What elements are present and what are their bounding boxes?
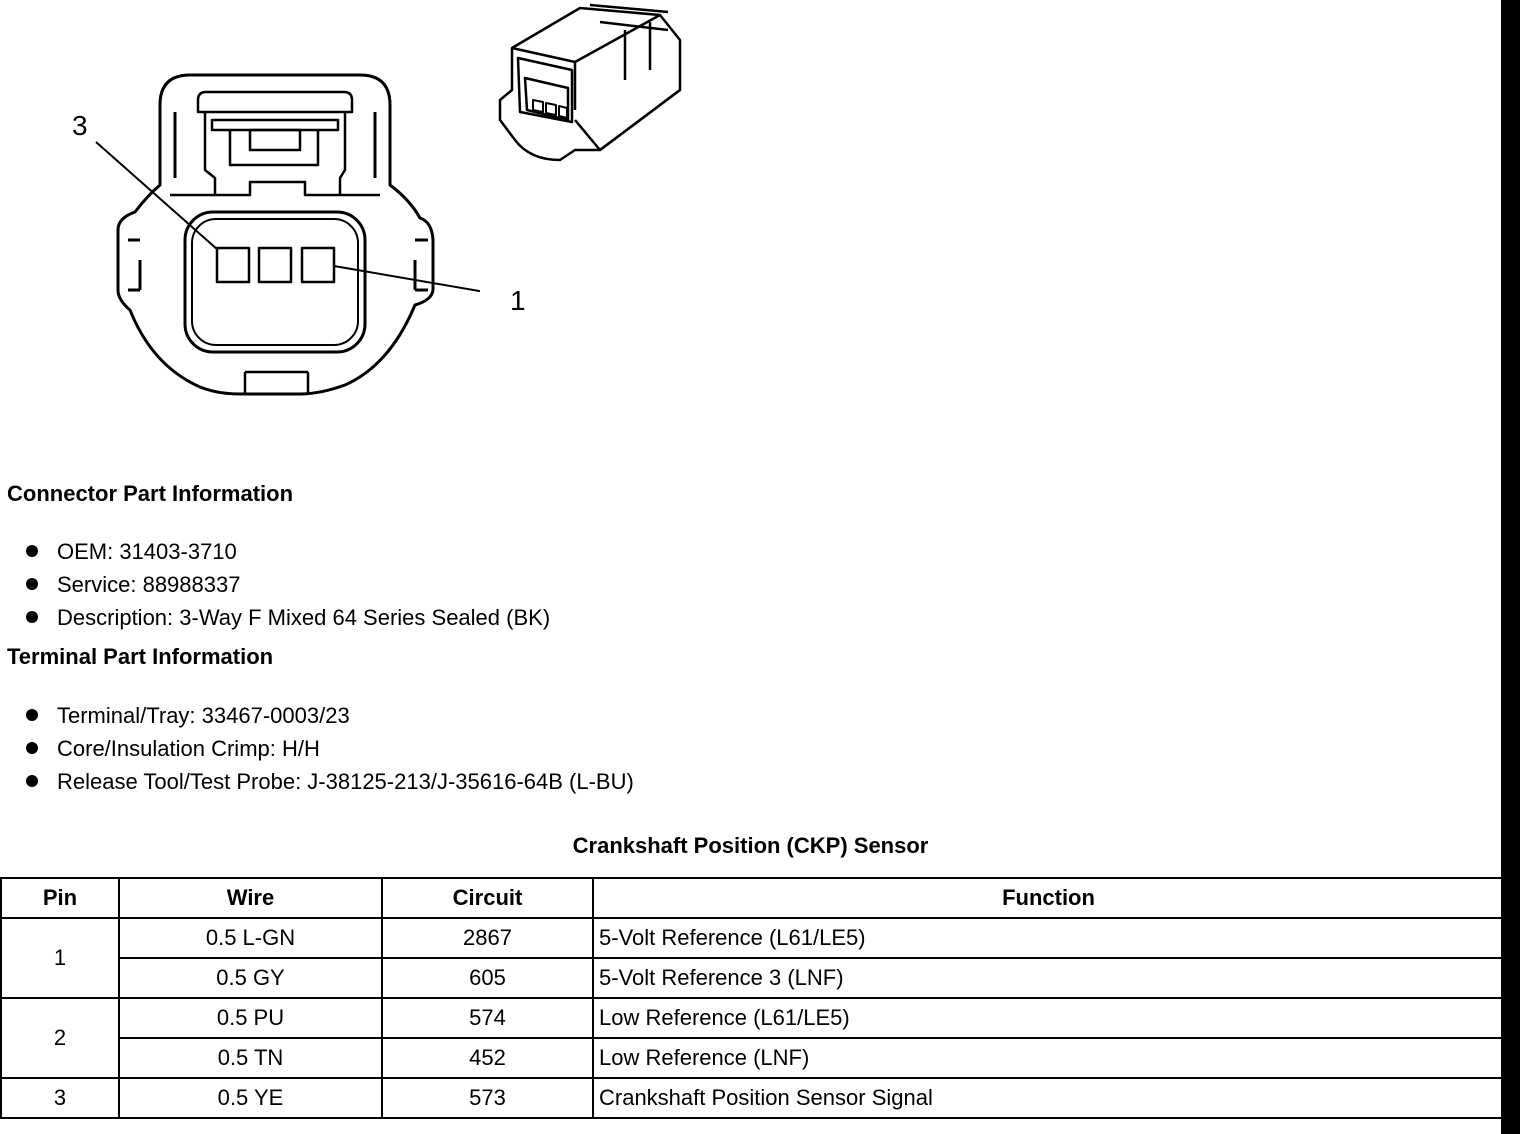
leader-line-pin-1 [333, 265, 480, 293]
table-row: 1 0.5 L-GN 2867 5-Volt Reference (L61/LE… [0, 917, 1505, 999]
connector-isometric-view [498, 3, 682, 162]
page-edge-bar [1501, 0, 1520, 1134]
list-item: Core/Insulation Crimp: H/H [26, 732, 634, 765]
table-row: 0.5 TN 452 Low Reference (LNF) [1, 1037, 1505, 1079]
connector-part-info-list: OEM: 31403-3710 Service: 88988337 Descri… [26, 535, 550, 634]
bullet-icon [26, 741, 38, 754]
list-item: OEM: 31403-3710 [26, 535, 550, 568]
list-item: Description: 3-Way F Mixed 64 Series Sea… [26, 601, 550, 634]
pin-3-callout: 3 [72, 110, 88, 141]
circuit-cell: 605 [381, 957, 594, 999]
terminal-cavity-3 [215, 246, 251, 284]
circuit-cell: 2867 [381, 917, 594, 959]
circuit-cell: 452 [381, 1037, 594, 1079]
release-tool: Release Tool/Test Probe: J-38125-213/J-3… [57, 768, 634, 794]
bullet-icon [26, 610, 38, 623]
connector-key-tab [243, 370, 310, 394]
wire-cell: 0.5 PU [118, 997, 383, 1039]
table-header-row: Pin Wire Circuit Function [0, 877, 1505, 919]
pin-cell: 2 [0, 997, 120, 1079]
circuit-column-header: Circuit [381, 877, 594, 919]
table-row: 0.5 GY 605 5-Volt Reference 3 (LNF) [1, 957, 1505, 999]
pin-1-callout: 1 [510, 285, 526, 316]
table-title: Crankshaft Position (CKP) Sensor [572, 833, 929, 858]
list-item: Service: 88988337 [26, 568, 550, 601]
function-column-header: Function [592, 877, 1505, 919]
terminal-part-info-heading: Terminal Part Information [7, 644, 274, 669]
wire-column-header: Wire [118, 877, 383, 919]
terminal-cavity-1 [300, 246, 336, 284]
connector-part-info-heading: Connector Part Information [7, 481, 294, 506]
function-cell: 5-Volt Reference 3 (LNF) [592, 957, 1505, 999]
connector-face-diagram [95, 73, 480, 396]
table-row: 2 0.5 PU 574 Low Reference (L61/LE5) [0, 997, 1505, 1079]
wire-cell: 0.5 L-GN [118, 917, 383, 959]
list-item: Terminal/Tray: 33467-0003/23 [26, 699, 634, 732]
list-item: Release Tool/Test Probe: J-38125-213/J-3… [26, 765, 634, 798]
crimp-type: Core/Insulation Crimp: H/H [57, 735, 320, 761]
bullet-icon [26, 577, 38, 590]
terminal-tray: Terminal/Tray: 33467-0003/23 [57, 702, 350, 728]
bullet-icon [26, 774, 38, 787]
pin-cell: 1 [0, 917, 120, 999]
connector-description: Description: 3-Way F Mixed 64 Series Sea… [57, 604, 551, 630]
leader-line-pin-3 [95, 141, 219, 251]
pin-column-header: Pin [0, 877, 120, 919]
function-cell: Crankshaft Position Sensor Signal [592, 1077, 1505, 1119]
wire-cell: 0.5 TN [118, 1037, 383, 1079]
circuit-cell: 573 [381, 1077, 594, 1119]
connector-cavity [183, 210, 367, 354]
connector-housing-outline [116, 73, 435, 396]
circuit-cell: 574 [381, 997, 594, 1039]
terminal-part-info-list: Terminal/Tray: 33467-0003/23 Core/Insula… [26, 699, 634, 798]
bullet-icon [26, 708, 38, 721]
service-part-number: Service: 88988337 [57, 571, 241, 597]
function-cell: 5-Volt Reference (L61/LE5) [592, 917, 1505, 959]
oem-part-number: OEM: 31403-3710 [57, 538, 237, 564]
terminal-cavity-2 [257, 246, 293, 284]
bullet-icon [26, 544, 38, 557]
table-row: 3 0.5 YE 573 Crankshaft Position Sensor … [0, 1077, 1505, 1119]
pin-cell: 3 [0, 1077, 120, 1119]
function-cell: Low Reference (L61/LE5) [592, 997, 1505, 1039]
pinout-table: Pin Wire Circuit Function 1 0.5 L-GN 286… [0, 877, 1505, 1119]
wire-cell: 0.5 YE [118, 1077, 383, 1119]
wire-cell: 0.5 GY [118, 957, 383, 999]
function-cell: Low Reference (LNF) [592, 1037, 1505, 1079]
connector-latch [170, 90, 380, 197]
